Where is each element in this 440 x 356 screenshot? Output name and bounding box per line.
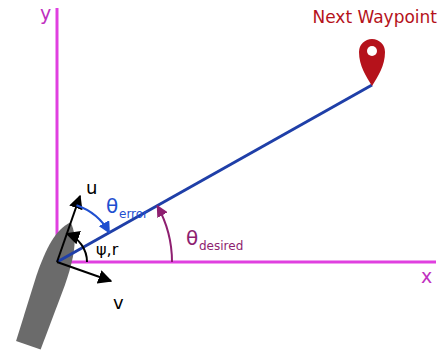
angle-subscript: desired (199, 240, 243, 253)
angle-symbol: θ (186, 227, 198, 249)
axis-label: x (421, 266, 432, 287)
sway-vector (57, 262, 111, 281)
vector-label: u (86, 178, 97, 198)
waypoint-label: Next Waypoint (312, 8, 437, 27)
vector-label: v (113, 293, 124, 313)
waypoint-line (57, 85, 372, 262)
y-axis (56, 8, 59, 263)
heading-arc (67, 234, 87, 262)
waypoint-pin-hole (367, 46, 377, 56)
error-angle-arc (77, 205, 110, 232)
axis-label: y (40, 3, 51, 24)
x-axis (56, 261, 437, 264)
desired-angle-arc (157, 206, 172, 262)
waypoint-pin (359, 39, 385, 86)
heading-label: ψ,r (96, 241, 118, 259)
angle-subscript: error (119, 208, 148, 221)
angle-symbol: θ (106, 195, 118, 217)
